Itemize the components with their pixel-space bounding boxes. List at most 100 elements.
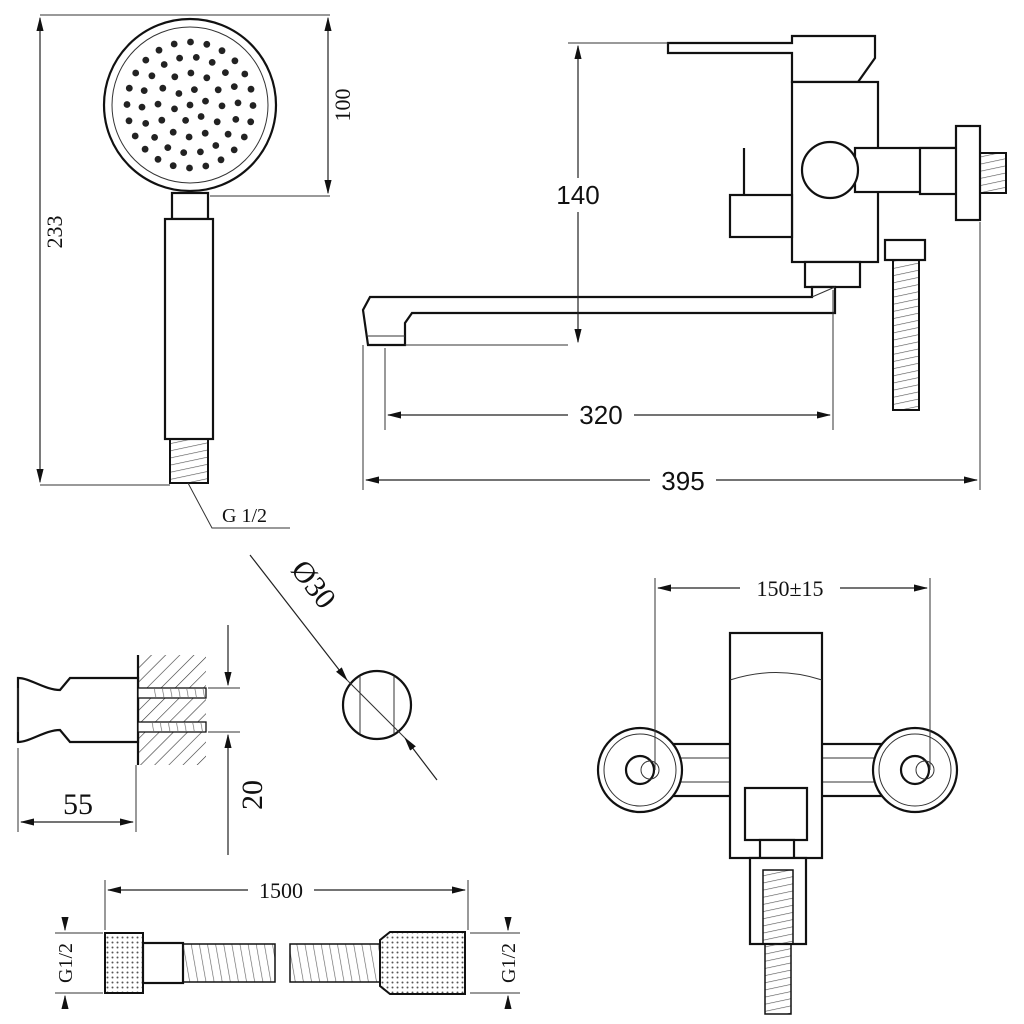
nozzle [176, 54, 184, 62]
nozzle [131, 132, 139, 140]
hose-outlet-nut [883, 238, 927, 262]
nozzle [175, 90, 183, 97]
nozzle [240, 133, 248, 141]
nozzle [247, 118, 255, 126]
nozzle [155, 46, 163, 54]
nozzle [171, 105, 178, 113]
dim-label-30: Ø30 [284, 554, 342, 615]
nozzle [169, 162, 177, 170]
body-bottom [803, 260, 862, 289]
hose-right-body [289, 943, 381, 983]
nozzle [202, 162, 210, 170]
wall-thread [979, 152, 1007, 194]
nozzle [148, 72, 156, 80]
nozzle [249, 102, 257, 109]
mixer-side-view: 140 320 395 [361, 34, 1007, 497]
dim-line-30-upper [249, 554, 348, 681]
nozzle [197, 148, 204, 156]
dim-label-150: 150±15 [756, 576, 823, 601]
nozzle [218, 102, 226, 110]
nozzle [182, 117, 190, 124]
shower-hose-stub [892, 259, 920, 411]
nozzle [158, 116, 166, 124]
shower-head-inner-ring [111, 26, 269, 184]
dim-line-30-lower [404, 737, 438, 781]
shower-hose-view: 1500 G1/2 G1/2 [55, 875, 520, 1010]
nozzle [213, 118, 221, 126]
wall-flange [954, 124, 982, 222]
connector-nut [800, 140, 860, 200]
diverter-knob [728, 193, 794, 239]
hose-right-cone [379, 931, 466, 995]
nozzle [230, 146, 238, 154]
front-diverter [743, 786, 809, 842]
nozzle [203, 40, 211, 48]
nozzle [247, 85, 255, 93]
shower-neck [170, 191, 210, 221]
nozzle [154, 100, 162, 108]
dim-label-320: 320 [579, 400, 622, 430]
eccentric-section-view: 55 20 [16, 625, 269, 855]
nozzle [224, 130, 232, 138]
nozzle [159, 84, 167, 92]
shower-thread [169, 438, 209, 484]
dim-label-1500: 1500 [259, 878, 303, 903]
nozzle [142, 56, 150, 64]
dim-label-thread: G 1/2 [222, 505, 267, 527]
thread-leader [187, 482, 290, 529]
front-hose [764, 943, 792, 1015]
nozzle [187, 69, 195, 77]
nozzle [218, 47, 226, 55]
nozzle [241, 70, 249, 78]
nozzle [125, 117, 133, 125]
dim-label-55: 55 [63, 788, 93, 821]
nozzle [164, 144, 172, 152]
nozzle [138, 103, 146, 111]
hand-shower-view: 233 100 G 1/2 [36, 14, 355, 529]
dim-label-395: 395 [661, 466, 704, 496]
left-escutcheon [596, 726, 684, 814]
nozzle [142, 120, 150, 127]
nozzle [192, 54, 200, 61]
nozzle [185, 133, 193, 141]
nozzle [231, 57, 239, 65]
nozzle [151, 134, 159, 141]
hose-left-ferrule [141, 941, 185, 985]
nozzle [171, 73, 179, 81]
nozzle [132, 69, 140, 77]
nozzle [141, 145, 149, 153]
escutcheon-circle [341, 669, 413, 741]
nozzle [197, 113, 205, 120]
nozzle [234, 99, 242, 107]
hose-left-body [182, 943, 276, 983]
nozzle [202, 97, 209, 105]
dim-label-hose-thread-left: G1/2 [55, 943, 77, 983]
spray-nozzles [123, 38, 257, 172]
escutcheon-diameter-view: Ø30 [249, 554, 438, 781]
nozzle [212, 142, 220, 149]
nozzle [230, 83, 238, 90]
nozzle [191, 86, 198, 93]
lever-handle [666, 34, 877, 84]
mixer-front-view: 150±15 [596, 572, 959, 1015]
nozzle [208, 59, 216, 66]
wall-hatch [138, 655, 206, 765]
nozzle [125, 84, 133, 92]
nozzle [180, 149, 188, 157]
nozzle [203, 74, 211, 82]
shower-handle [163, 217, 215, 441]
right-escutcheon [871, 726, 959, 814]
nozzle [201, 129, 209, 137]
eccentric-fitting [16, 676, 140, 744]
dim-label-233: 233 [42, 216, 67, 249]
nozzle [186, 164, 193, 172]
nozzle [186, 101, 194, 109]
spout [361, 285, 837, 347]
nozzle [217, 156, 225, 164]
nozzle [154, 155, 162, 163]
shower-head [102, 17, 278, 193]
dim-label-hose-thread-right: G1/2 [498, 943, 520, 983]
dim-label-100: 100 [330, 89, 355, 122]
nozzle [222, 69, 229, 76]
